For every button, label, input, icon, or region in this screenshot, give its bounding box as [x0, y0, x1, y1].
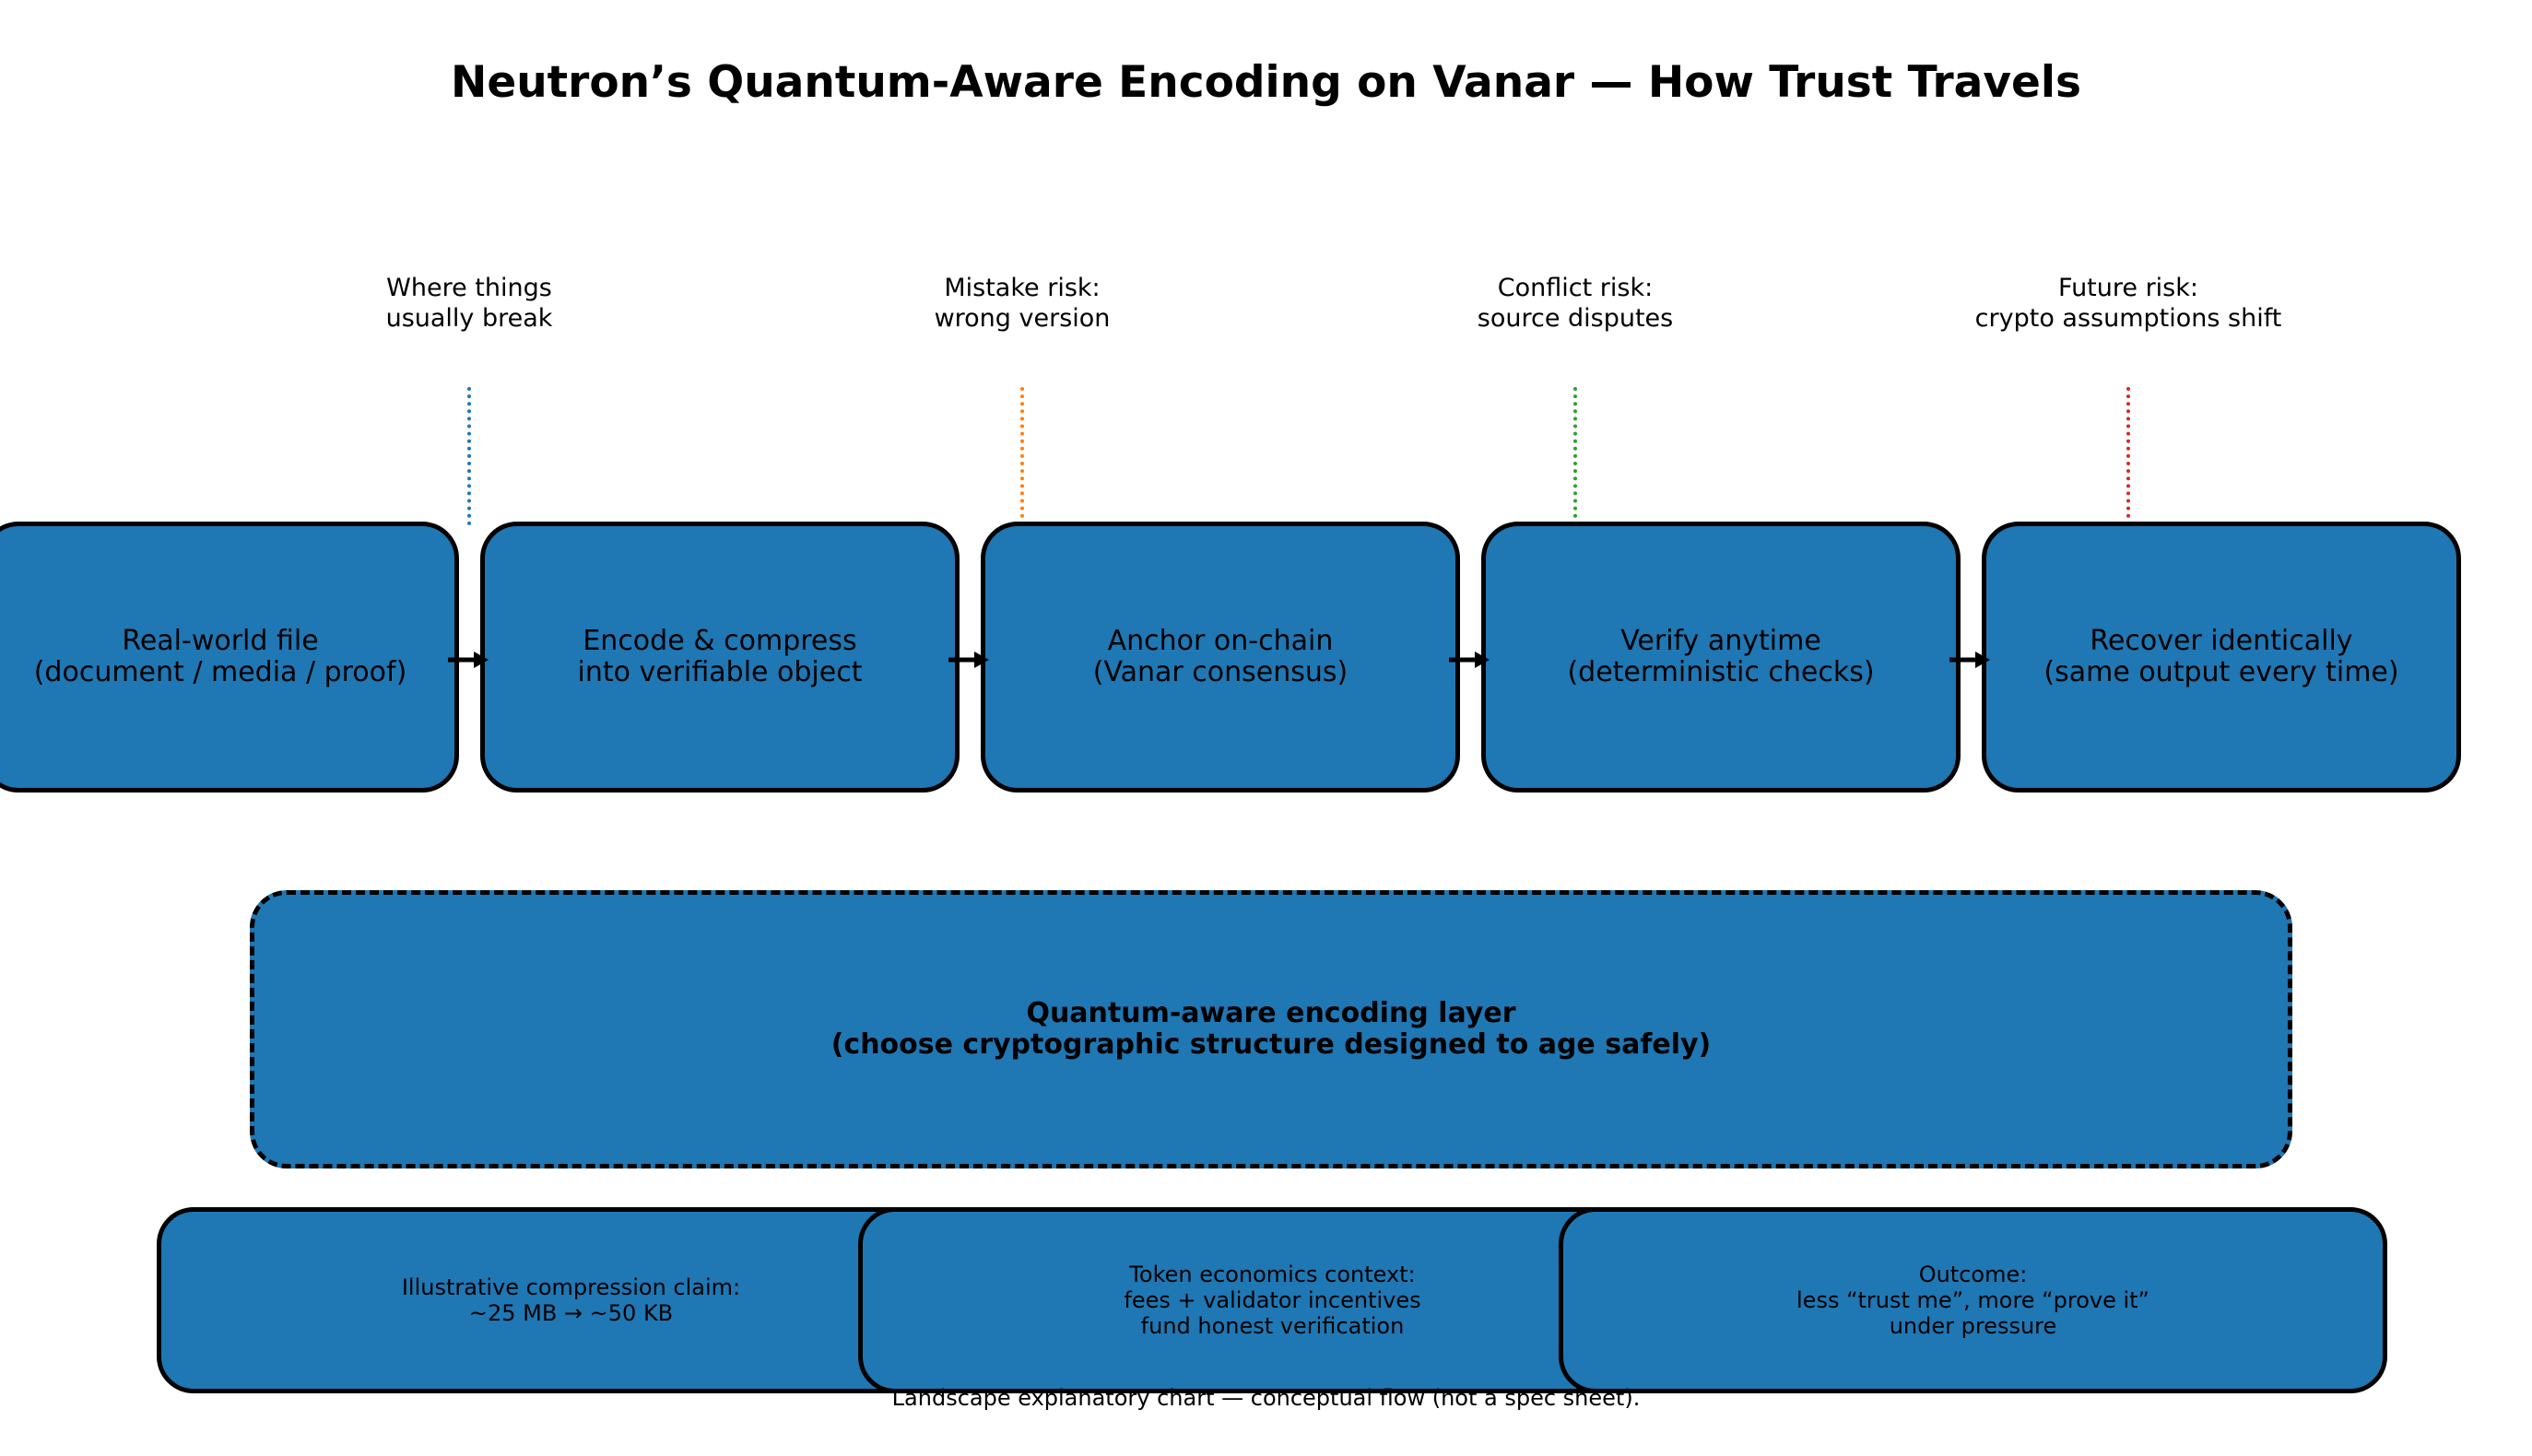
risk-label-future: Future risk: crypto assumptions shift: [1974, 274, 2282, 333]
note-label: Illustrative compression claim: ~25 MB →…: [401, 1274, 741, 1326]
note-compression-claim: Illustrative compression claim: ~25 MB →…: [157, 1207, 985, 1393]
footer-caption: Landscape explanatory chart — conceptual…: [891, 1385, 1641, 1411]
note-label: Outcome: less “trust me”, more “prove it…: [1796, 1262, 2149, 1339]
flow-arrow-1: [448, 652, 489, 668]
step-real-world-file: Real-world file (document / media / proo…: [0, 522, 459, 793]
step-label: Recover identically (same output every t…: [2043, 625, 2399, 688]
step-label: Verify anytime (deterministic checks): [1567, 625, 1875, 688]
flow-arrow-3: [1449, 652, 1490, 668]
risk-line-break: [467, 387, 471, 525]
risk-label-conflict: Conflict risk: source disputes: [1477, 274, 1674, 333]
step-encode-compress: Encode & compress into verifiable object: [480, 522, 960, 793]
note-label: Token economics context: fees + validato…: [1124, 1262, 1421, 1339]
flow-arrow-4: [1949, 652, 1990, 668]
risk-label-mistake: Mistake risk: wrong version: [934, 274, 1111, 333]
note-token-economics: Token economics context: fees + validato…: [858, 1207, 1687, 1393]
step-verify-anytime: Verify anytime (deterministic checks): [1481, 522, 1961, 793]
flow-arrow-2: [948, 652, 989, 668]
quantum-aware-layer-box: Quantum-aware encoding layer (choose cry…: [250, 890, 2292, 1168]
risk-line-mistake: [1020, 387, 1024, 525]
step-label: Anchor on-chain (Vanar consensus): [1092, 625, 1348, 688]
risk-line-future: [2126, 387, 2130, 525]
risk-label-break: Where things usually break: [385, 274, 553, 333]
note-outcome: Outcome: less “trust me”, more “prove it…: [1559, 1207, 2387, 1393]
step-label: Real-world file (document / media / proo…: [33, 625, 407, 688]
layer-label: Quantum-aware encoding layer (choose cry…: [830, 997, 1712, 1061]
risk-line-conflict: [1573, 387, 1577, 525]
step-label: Encode & compress into verifiable object: [577, 625, 863, 688]
diagram-title: Neutron’s Quantum-Aware Encoding on Vana…: [451, 57, 2081, 108]
step-recover-identically: Recover identically (same output every t…: [1982, 522, 2461, 793]
step-anchor-on-chain: Anchor on-chain (Vanar consensus): [981, 522, 1460, 793]
